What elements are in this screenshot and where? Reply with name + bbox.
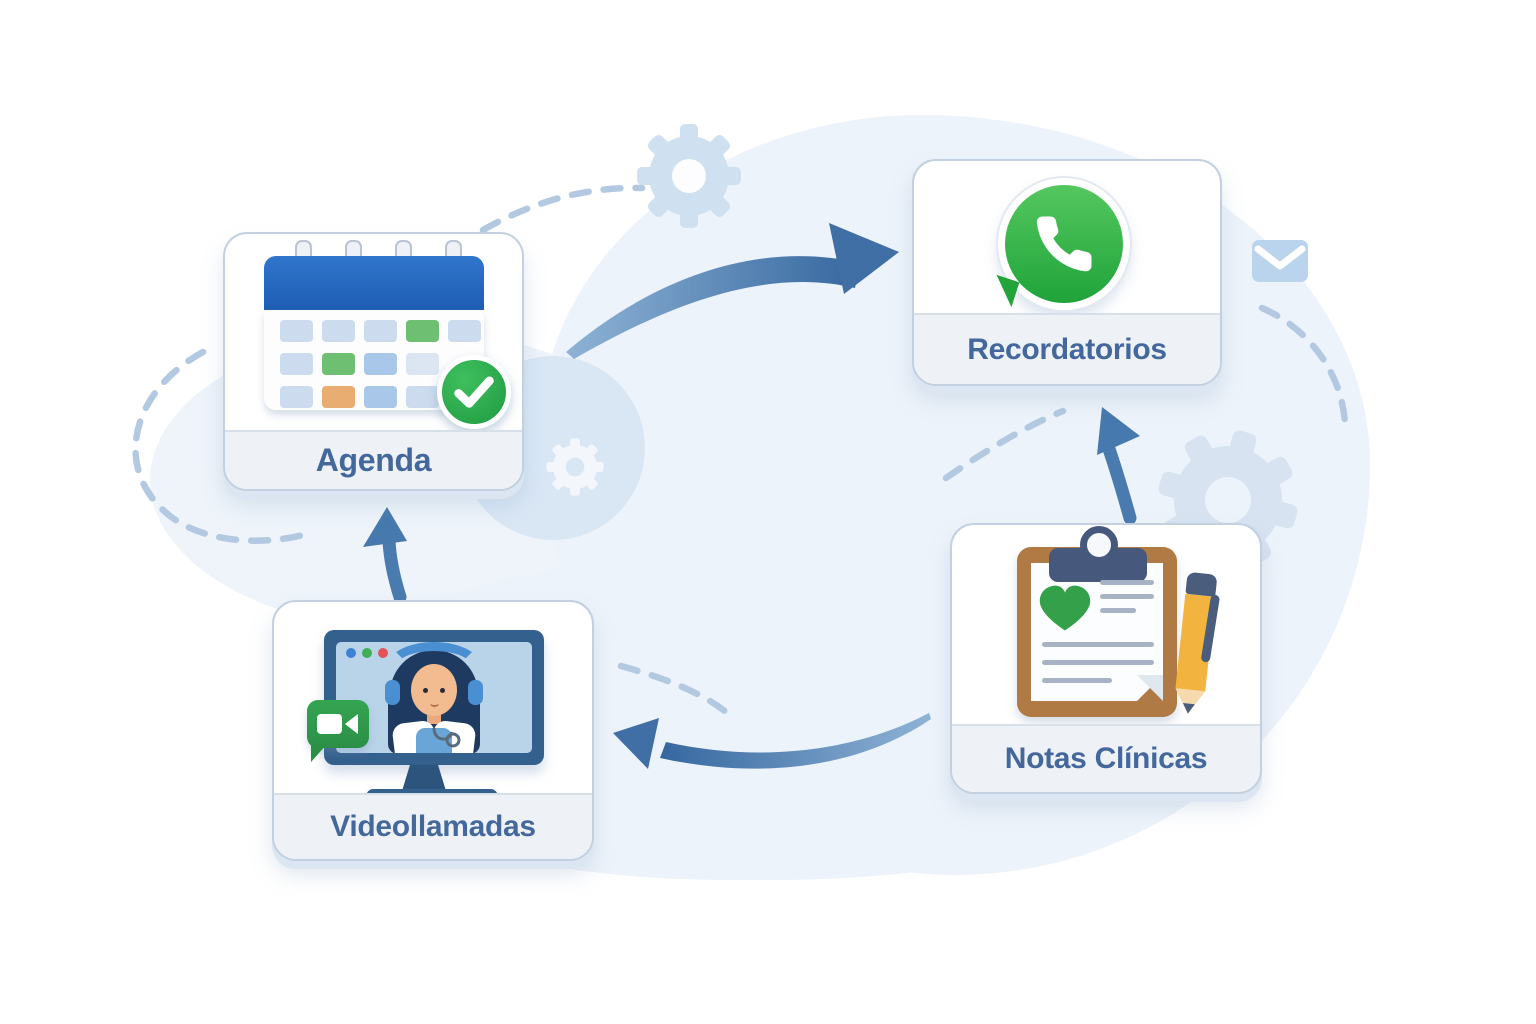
calendar-body (264, 310, 484, 410)
dashed-arc (617, 662, 738, 723)
node-card-recordatorios: Recordatorios (912, 159, 1222, 386)
node-label-recordatorios: Recordatorios (967, 332, 1167, 366)
stethoscope-icon (432, 728, 461, 748)
node-label-videollamadas: Videollamadas (330, 810, 536, 843)
dashed-arc (942, 407, 1067, 482)
window-dot-blue (346, 648, 356, 658)
node-card-agenda: Agenda (223, 232, 524, 491)
monitor-stand (402, 765, 446, 791)
dashed-arc (479, 184, 646, 234)
headphones-icon (386, 642, 482, 694)
whatsapp-green-circle (1005, 185, 1123, 303)
check-circle-icon (437, 355, 511, 429)
arrow-agenda-to-recordatorios (566, 223, 899, 359)
monitor-frame (324, 630, 544, 765)
dashed-arc (1258, 304, 1349, 428)
arrow-notas-to-videollamadas (613, 713, 931, 769)
clipboard-ring (1080, 526, 1118, 564)
card-footer: Notas Clínicas (952, 724, 1260, 792)
card-footer: Recordatorios (914, 313, 1220, 384)
node-card-videollamadas: Videollamadas (272, 600, 594, 861)
node-label-notas-clinicas: Notas Clínicas (1004, 742, 1208, 775)
node-card-notas-clinicas: Notas Clínicas (950, 523, 1262, 794)
phone-icon (1036, 216, 1092, 272)
heart-icon (1039, 585, 1091, 631)
node-label-agenda: Agenda (315, 442, 432, 478)
window-dot-green (362, 648, 372, 658)
window-dot-red (378, 648, 388, 658)
arrow-notas-to-recordatorios (1097, 407, 1140, 525)
envelope-icon (1252, 240, 1308, 282)
pencil-icon (1172, 571, 1221, 719)
card-footer: Videollamadas (274, 793, 592, 859)
arrow-videollamadas-to-agenda (363, 507, 407, 604)
video-camera-bubble-icon (307, 700, 369, 762)
paper-fold (1137, 675, 1163, 701)
whatsapp-icon (988, 178, 1130, 310)
calendar-header (264, 256, 484, 310)
whatsapp-bubble-tail (988, 274, 1020, 308)
dashed-arc (132, 348, 311, 544)
gear-icon (546, 438, 604, 496)
gear-icon (637, 124, 741, 228)
card-footer: Agenda (225, 430, 522, 489)
